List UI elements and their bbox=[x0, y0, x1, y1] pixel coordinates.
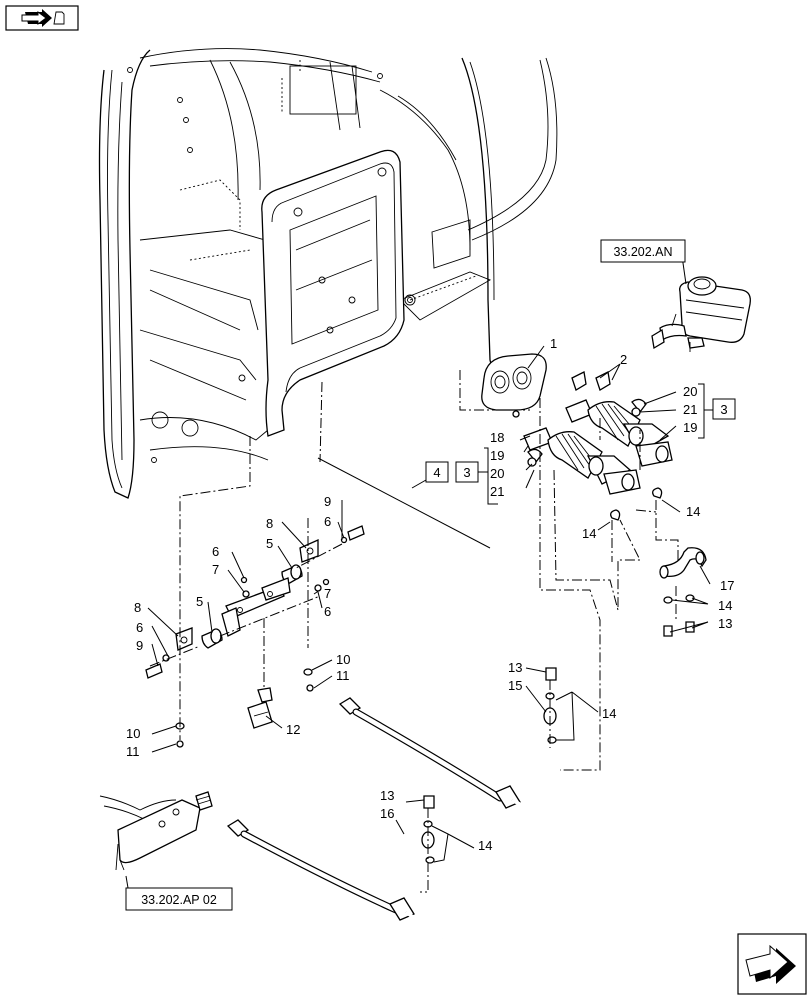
callout-16: 16 bbox=[380, 806, 394, 821]
callout-2: 2 bbox=[620, 352, 627, 367]
callout-6: 6 bbox=[212, 544, 219, 559]
hose-fittings-right bbox=[610, 487, 707, 637]
callout-6: 6 bbox=[136, 620, 143, 635]
pedal-linkage bbox=[145, 525, 365, 748]
callout-21: 21 bbox=[683, 402, 697, 417]
callout-18: 18 bbox=[490, 430, 504, 445]
callout-8: 8 bbox=[134, 600, 141, 615]
boxed-callout-4[interactable]: 4 bbox=[425, 461, 449, 483]
callout-10: 10 bbox=[336, 652, 350, 667]
callout-11: 11 bbox=[126, 744, 140, 759]
next-page-arrow-icon[interactable] bbox=[737, 933, 807, 995]
callout-labels: 1 2 20 21 19 18 19 20 21 14 14 17 14 13 … bbox=[126, 336, 734, 853]
leader-lines bbox=[125, 255, 711, 889]
callout-10: 10 bbox=[126, 726, 140, 741]
callout-6: 6 bbox=[324, 604, 331, 619]
callout-11: 11 bbox=[336, 668, 350, 683]
callout-12: 12 bbox=[286, 722, 300, 737]
fluid-reservoir bbox=[651, 276, 751, 352]
svg-text:3: 3 bbox=[720, 402, 727, 417]
callout-13: 13 bbox=[380, 788, 394, 803]
cab-frame bbox=[98, 48, 558, 499]
previous-page-arrow-icon[interactable] bbox=[5, 5, 79, 31]
ref-box-33-202-an[interactable]: 33.202.AN bbox=[600, 239, 686, 263]
callout-14: 14 bbox=[478, 838, 492, 853]
callout-19: 19 bbox=[683, 420, 697, 435]
callout-1: 1 bbox=[550, 336, 557, 351]
callout-8: 8 bbox=[266, 516, 273, 531]
callout-19: 19 bbox=[490, 448, 504, 463]
callout-14: 14 bbox=[582, 526, 596, 541]
svg-text:4: 4 bbox=[433, 465, 440, 480]
clutch-master-cylinder-assembly bbox=[481, 353, 673, 495]
callout-13: 13 bbox=[508, 660, 522, 675]
callout-13: 13 bbox=[718, 616, 732, 631]
callout-9: 9 bbox=[136, 638, 143, 653]
boxed-callout-3-right[interactable]: 3 bbox=[712, 398, 736, 420]
ref-text-bottom: 33.202.AP 02 bbox=[141, 893, 217, 907]
callout-15: 15 bbox=[508, 678, 522, 693]
svg-text:3: 3 bbox=[463, 465, 470, 480]
pedal-bracket-partial bbox=[99, 791, 213, 871]
assembly-center-lines bbox=[149, 370, 679, 893]
hose-assemblies bbox=[226, 667, 557, 940]
callout-7: 7 bbox=[212, 562, 219, 577]
boxed-callout-3-left[interactable]: 3 bbox=[455, 461, 479, 483]
callout-5: 5 bbox=[196, 594, 203, 609]
callout-14: 14 bbox=[602, 706, 616, 721]
callout-7: 7 bbox=[324, 586, 331, 601]
callout-5: 5 bbox=[266, 536, 273, 551]
callout-20: 20 bbox=[490, 466, 504, 481]
callout-6: 6 bbox=[324, 514, 331, 529]
callout-20: 20 bbox=[683, 384, 697, 399]
callout-21: 21 bbox=[490, 484, 504, 499]
callout-17: 17 bbox=[720, 578, 734, 593]
ref-text-top: 33.202.AN bbox=[613, 245, 672, 259]
callout-9: 9 bbox=[324, 494, 331, 509]
ref-box-33-202-ap-02[interactable]: 33.202.AP 02 bbox=[125, 887, 233, 911]
callout-14: 14 bbox=[686, 504, 700, 519]
callout-14: 14 bbox=[718, 598, 732, 613]
